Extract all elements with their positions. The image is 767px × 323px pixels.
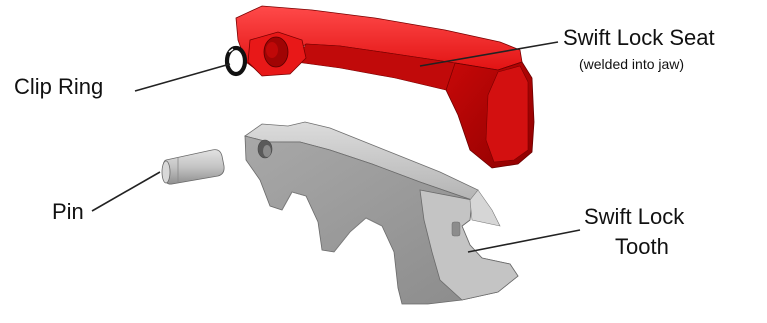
- label-clip-ring: Clip Ring: [14, 76, 103, 98]
- label-swift-lock-tooth-line1: Swift Lock: [584, 206, 684, 228]
- leader-clip-ring: [135, 64, 230, 91]
- leader-pin: [92, 172, 160, 211]
- label-swift-lock-seat-subtitle: (welded into jaw): [579, 57, 684, 71]
- leader-swift-lock-tooth: [468, 230, 580, 252]
- pin-part: [162, 150, 224, 185]
- clip-ring-part: [227, 48, 245, 74]
- label-pin: Pin: [52, 201, 84, 223]
- label-swift-lock-seat: Swift Lock Seat: [563, 27, 715, 49]
- label-swift-lock-tooth-line2: Tooth: [615, 236, 669, 258]
